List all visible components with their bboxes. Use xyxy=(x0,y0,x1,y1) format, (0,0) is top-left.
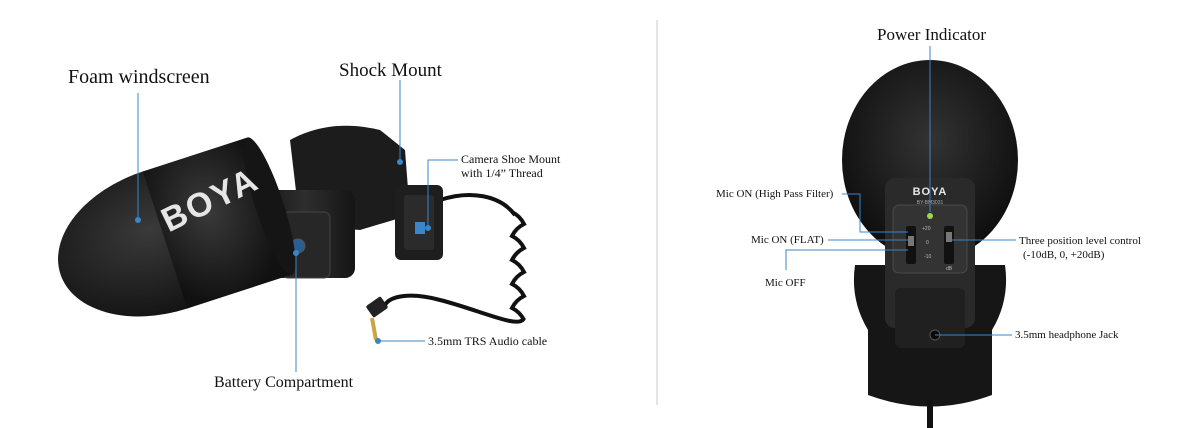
label-mic-on-hpf: Mic ON (High Pass Filter) xyxy=(716,188,834,200)
left-microphone: BOYA xyxy=(58,125,527,341)
label-camera-shoe-mount: Camera Shoe Mount with 1/4” Thread xyxy=(461,152,560,180)
right-microphone xyxy=(842,60,1018,428)
left-leader-lines xyxy=(135,80,458,372)
leader-mic-off xyxy=(785,249,908,270)
power-indicator-led xyxy=(927,213,933,219)
right-leader-lines xyxy=(785,46,1016,336)
label-shock-mount: Shock Mount xyxy=(339,60,442,81)
label-headphone-jack: 3.5mm headphone Jack xyxy=(1015,329,1119,341)
trs-plug-body xyxy=(366,296,388,318)
switch-mark-zero: 0 xyxy=(926,240,929,246)
switch-mark-db: dB xyxy=(946,266,953,272)
label-level-control-line2: (-10dB, 0, +20dB) xyxy=(1023,249,1105,261)
foam-windscreen xyxy=(58,137,296,317)
label-mic-on-flat: Mic ON (FLAT) xyxy=(751,234,824,246)
label-battery-compartment: Battery Compartment xyxy=(214,374,354,391)
level-switch xyxy=(944,226,954,264)
label-camera-shoe-line2: with 1/4” Thread xyxy=(461,166,543,180)
headphone-jack-panel xyxy=(895,288,965,348)
switch-mark-minus10: -10 xyxy=(924,254,931,260)
label-foam-windscreen: Foam windscreen xyxy=(68,66,210,88)
label-level-control-line1: Three position level control xyxy=(1019,235,1141,247)
leader-mic-on-hpf xyxy=(842,193,908,233)
label-trs-cable: 3.5mm TRS Audio cable xyxy=(428,334,548,348)
leader-camera-shoe xyxy=(427,159,458,226)
label-mic-off: Mic OFF xyxy=(765,277,806,289)
label-camera-shoe-line1: Camera Shoe Mount xyxy=(461,152,561,166)
label-power-indicator: Power Indicator xyxy=(877,25,987,44)
trs-plug-tip xyxy=(370,317,378,341)
coiled-cable xyxy=(383,193,527,324)
label-level-control: Three position level control (-10dB, 0, … xyxy=(1019,234,1141,262)
switch-mark-plus20: +20 xyxy=(922,226,931,232)
